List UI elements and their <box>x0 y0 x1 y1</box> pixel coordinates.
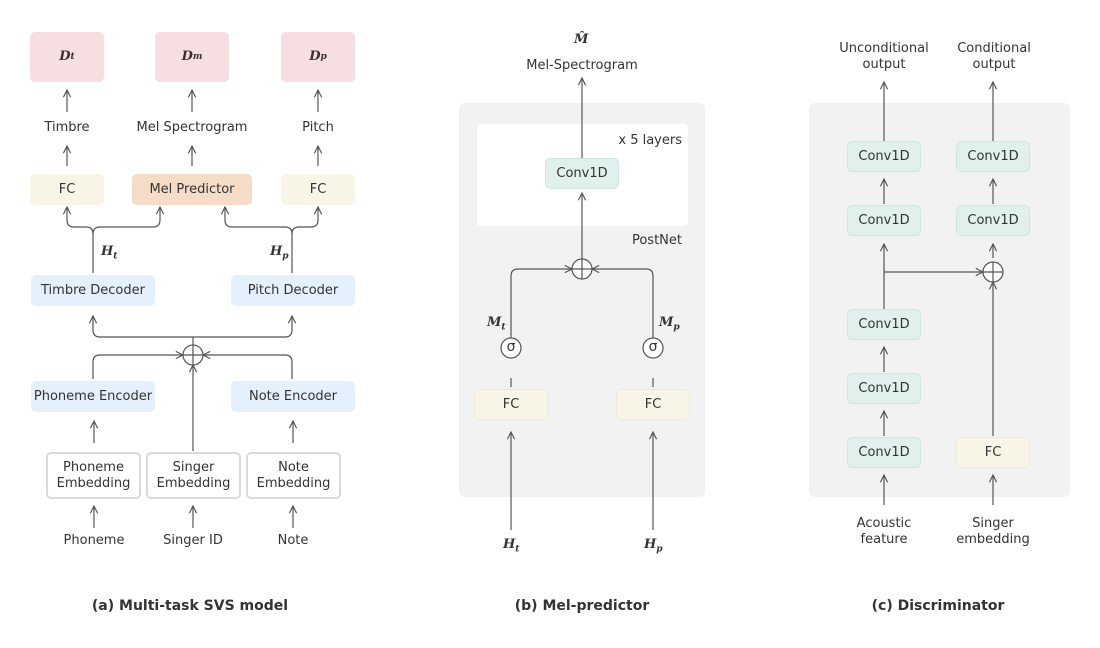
mel-spectrogram-label: Mel Spectrogram <box>136 120 248 135</box>
singer-embedding-box: Singer Embedding <box>146 452 241 499</box>
phoneme-embedding-box: Phoneme Embedding <box>46 452 141 499</box>
sigma-right-symbol: σ <box>648 339 658 355</box>
ht-a-symbol: H <box>101 244 114 259</box>
ht-label-b: Ht <box>503 537 519 555</box>
mp-label: Mp <box>659 315 680 333</box>
dm-subscript: m <box>192 52 203 62</box>
hp-label-a: Hp <box>270 244 289 262</box>
timbre-label: Timbre <box>44 120 90 135</box>
layers-label: x 5 layers <box>618 133 682 148</box>
pitch-label: Pitch <box>302 120 334 135</box>
caption-b: (b) Mel-predictor <box>514 598 650 614</box>
dt-symbol: D <box>59 49 71 64</box>
ht-label-a: Ht <box>101 244 117 262</box>
hp-label-b: Hp <box>644 537 663 555</box>
ht-a-subscript: t <box>113 251 118 262</box>
dm-symbol: D <box>181 49 193 64</box>
sigma-left-symbol: σ <box>506 339 516 355</box>
sigma-circle-left <box>500 337 522 359</box>
mel-spectrogram-output-label: Mel-Spectrogram <box>526 58 638 73</box>
mp-subscript: p <box>673 322 680 333</box>
phoneme-input-label: Phoneme <box>63 533 125 548</box>
ht-b-symbol: H <box>503 537 516 552</box>
singer-embedding-label: Singer embedding <box>956 516 1030 547</box>
note-input-label: Note <box>277 533 309 548</box>
dp-subscript: p <box>320 52 327 62</box>
dt-subscript: t <box>70 52 75 62</box>
m-hat-label: M̂ <box>574 32 589 47</box>
pitch-decoder-box: Pitch Decoder <box>231 275 355 306</box>
timbre-decoder-box: Timbre Decoder <box>31 275 155 306</box>
mt-symbol: M <box>487 315 502 330</box>
caption-a: (a) Multi-task SVS model <box>91 598 289 614</box>
conv1d-cond-top-box: Conv1D <box>956 141 1030 172</box>
fc-timbre-box: FC <box>30 174 104 205</box>
hp-b-symbol: H <box>644 537 657 552</box>
sigma-circle-right <box>642 337 664 359</box>
fc-left-box: FC <box>474 389 548 420</box>
ht-b-subscript: t <box>515 544 520 555</box>
caption-c: (c) Discriminator <box>871 598 1005 614</box>
conv1d-uncond-top-box: Conv1D <box>847 141 921 172</box>
mt-label: Mt <box>487 315 506 333</box>
conv1d-bottom-box: Conv1D <box>847 437 921 468</box>
fc-singer-box: FC <box>956 437 1030 468</box>
conv1d-postnet-box: Conv1D <box>545 158 619 189</box>
mp-symbol: M <box>659 315 674 330</box>
phoneme-encoder-box: Phoneme Encoder <box>31 381 155 412</box>
fc-right-box: FC <box>616 389 690 420</box>
hp-b-subscript: p <box>656 544 663 555</box>
hp-a-subscript: p <box>282 251 289 262</box>
acoustic-feature-label: Acoustic feature <box>856 516 912 547</box>
mt-subscript: t <box>501 322 506 333</box>
fc-pitch-box: FC <box>281 174 355 205</box>
note-embedding-box: Note Embedding <box>246 452 341 499</box>
mel-predictor-box: Mel Predictor <box>132 174 252 205</box>
conv1d-uncond-second-box: Conv1D <box>847 205 921 236</box>
unconditional-output-label: Unconditional output <box>839 41 929 72</box>
conv1d-fourth-box: Conv1D <box>847 373 921 404</box>
hp-a-symbol: H <box>270 244 283 259</box>
note-encoder-box: Note Encoder <box>231 381 355 412</box>
dp-symbol: D <box>309 49 321 64</box>
conditional-output-label: Conditional output <box>957 41 1031 72</box>
conv1d-third-box: Conv1D <box>847 309 921 340</box>
conv1d-cond-second-box: Conv1D <box>956 205 1030 236</box>
singer-id-input-label: Singer ID <box>163 533 223 548</box>
postnet-label: PostNet <box>631 233 682 248</box>
